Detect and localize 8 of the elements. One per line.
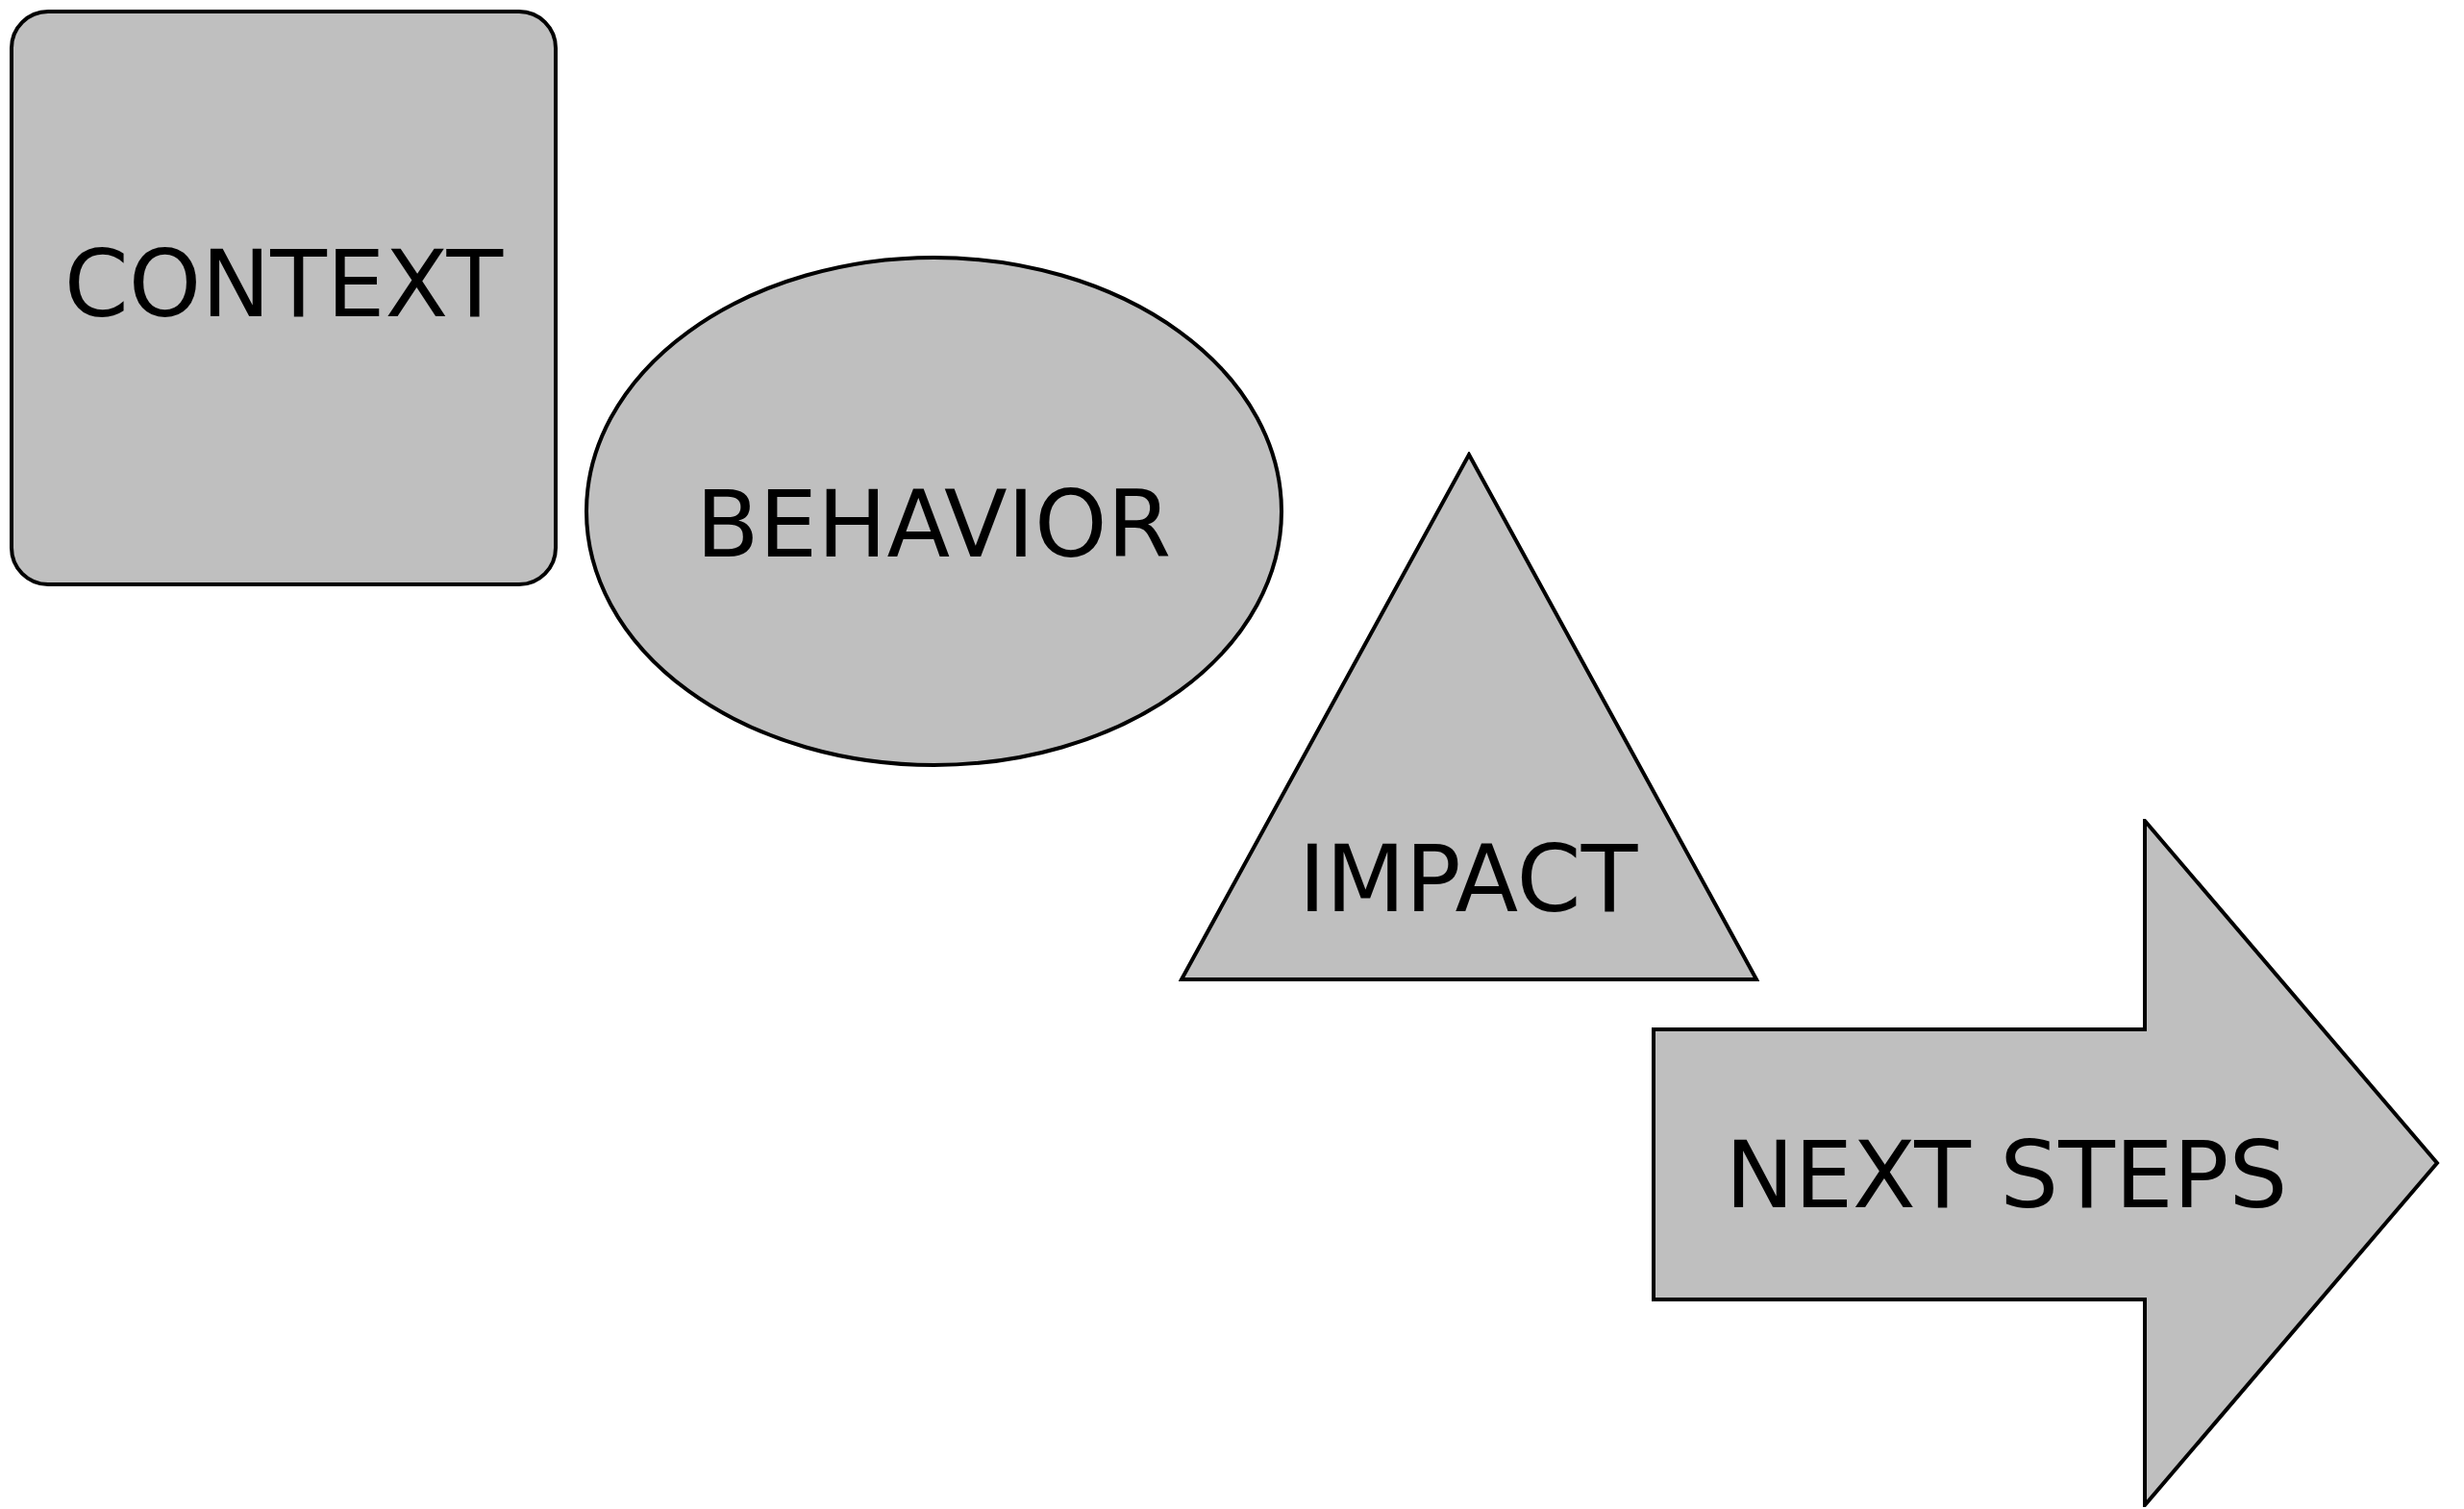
shape-label: BEHAVIOR [695,479,1172,571]
shape-label: CONTEXT [63,238,504,331]
shape-label: NEXT STEPS [1725,1129,2288,1222]
block-arrow [1652,819,2440,1507]
triangle [1179,452,1759,982]
shape-label: IMPACT [1298,833,1638,926]
ellipse [585,256,1283,767]
rounded-rectangle [10,10,558,586]
